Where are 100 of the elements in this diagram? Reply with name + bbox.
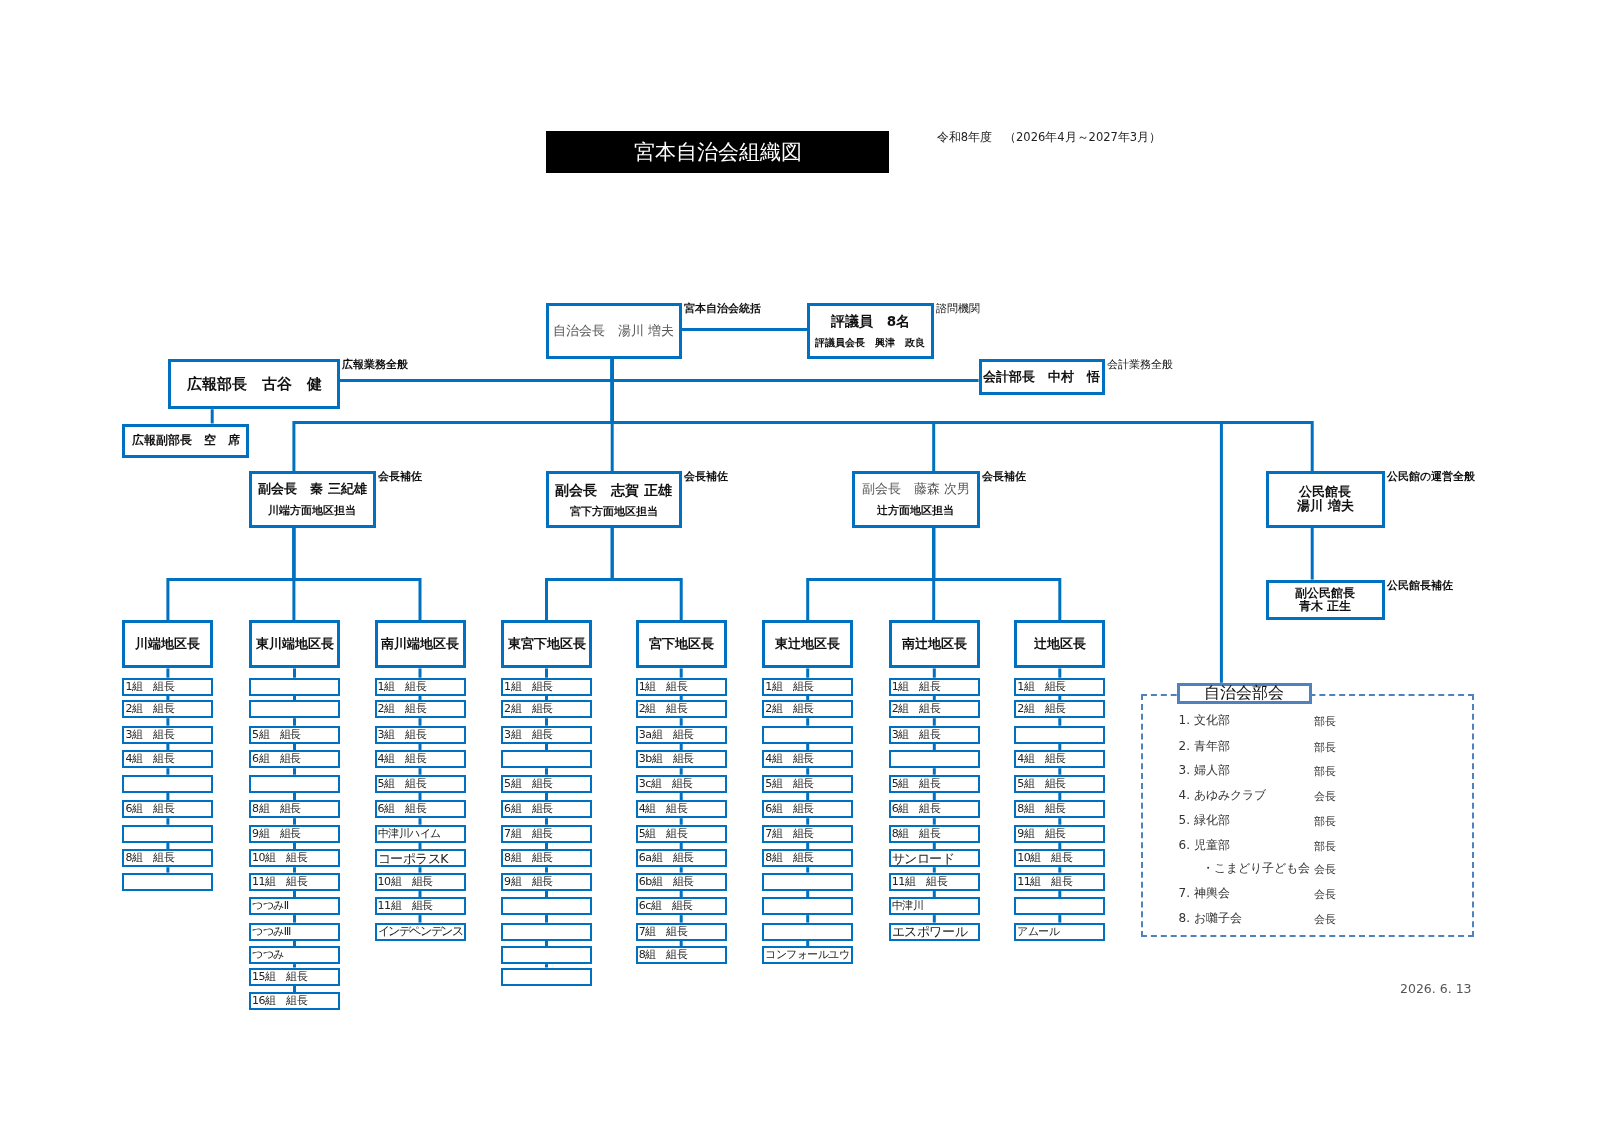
role-title: 副会長 秦 三紀雄 [258, 482, 367, 498]
section-item: ・こまどり子ども会 [1202, 862, 1310, 876]
group-label: 6組 組長 [252, 753, 301, 765]
group-box [501, 897, 592, 916]
group-box [1014, 849, 1106, 868]
group-label: 6c組 組長 [638, 900, 694, 912]
group-label: 1組 組長 [638, 680, 688, 693]
connector-line [166, 768, 170, 775]
group-box [888, 725, 980, 744]
connector-line [545, 890, 548, 898]
connector-line [166, 718, 170, 726]
connector-line [166, 842, 170, 850]
connector-line [545, 668, 548, 678]
connector-line [545, 867, 548, 873]
group-label: インデペンデンス [377, 925, 463, 938]
connector-line [293, 818, 296, 825]
group-box [249, 677, 340, 696]
connector-line [679, 792, 683, 801]
section-role: 会長 [1314, 863, 1337, 876]
connector-line [932, 915, 936, 923]
connector-line [166, 792, 170, 801]
section-item: 8. お囃子会 [1178, 912, 1242, 927]
role-detail: 宮下方面地区担当 [569, 505, 658, 518]
connector-line [293, 792, 296, 801]
group-box [249, 700, 340, 719]
group-label: 8組 組長 [638, 949, 688, 961]
role-title: 副会長 藤森 次男 [861, 482, 970, 498]
group-label: 4組 組長 [765, 753, 814, 765]
group-label: 3組 組長 [891, 728, 941, 741]
district-box [249, 620, 340, 669]
group-box [762, 774, 854, 793]
group-box [888, 824, 980, 843]
connector-line [418, 890, 422, 898]
group-box [501, 774, 592, 793]
role-title: 会計部長 中村 悟 [983, 369, 1101, 385]
group-box [374, 725, 466, 744]
group-label: 中津川 [891, 900, 924, 912]
group-box [762, 800, 854, 819]
section-role: 部長 [1314, 740, 1337, 753]
group-box [249, 946, 340, 965]
connector-line [932, 527, 1062, 621]
group-label: 2組 組長 [891, 703, 941, 715]
connector-line [166, 743, 170, 751]
district-box [374, 620, 466, 669]
group-box [374, 897, 466, 916]
connector-line [806, 915, 810, 923]
connector-line [418, 842, 422, 850]
group-box [1014, 922, 1106, 941]
district-label: 川端地区長 [135, 637, 201, 652]
connector-line [806, 842, 810, 850]
group-label: 11組 組長 [252, 875, 308, 888]
connector-line [679, 842, 683, 850]
district-box [1014, 620, 1106, 669]
connector-line [806, 867, 810, 873]
connector-line [806, 792, 810, 801]
group-label: 中津川ハイム [377, 827, 441, 840]
connector-line [932, 743, 936, 751]
group-label: つつみ [252, 949, 284, 961]
duty-note: 公民館長補佐 [1386, 578, 1453, 592]
duty-note: 会長補佐 [683, 470, 728, 484]
connector-line [932, 718, 936, 726]
connector-line [292, 527, 422, 621]
role-detail: 湯川 増夫 [1297, 499, 1354, 514]
group-box [122, 700, 214, 719]
connector-line [293, 842, 296, 850]
district-box [501, 620, 592, 669]
connector-line [679, 818, 683, 825]
group-label: 2組 組長 [638, 703, 688, 715]
connector-line [679, 890, 683, 898]
group-box [635, 800, 727, 819]
section-item: 3. 婦人部 [1178, 764, 1230, 779]
duty-note: 会長補佐 [377, 470, 422, 484]
group-box [762, 824, 854, 843]
group-box [1014, 725, 1106, 744]
section-item: 5. 緑化部 [1178, 814, 1230, 829]
duty-note: 公民館の運営全般 [1386, 470, 1475, 484]
connector-line [545, 842, 548, 850]
group-label: 1組 組長 [891, 680, 941, 693]
section-title: 自治会部会 [1204, 684, 1285, 703]
group-label: 5組 組長 [638, 827, 688, 840]
group-box [1014, 897, 1106, 916]
connector-line [293, 718, 296, 726]
group-label: 10組 組長 [252, 852, 308, 864]
connector-line [932, 867, 936, 873]
group-box [888, 750, 980, 769]
group-box [762, 946, 854, 965]
group-label: 2組 組長 [125, 703, 175, 715]
group-label: 2組 組長 [504, 703, 553, 715]
fiscal-year-note: 令和8年度 （2026年4月～2027年3月） [936, 130, 1162, 145]
group-label: 8組 組長 [125, 852, 175, 864]
group-box [122, 774, 214, 793]
connector-line [293, 768, 296, 775]
role-title: 公民館長 [1299, 485, 1352, 500]
connector-line [418, 915, 422, 923]
group-box [762, 897, 854, 916]
connector-line [545, 743, 548, 751]
connector-line [1058, 842, 1062, 850]
group-box [635, 897, 727, 916]
group-label: 5組 組長 [891, 777, 941, 790]
group-box [122, 849, 214, 868]
